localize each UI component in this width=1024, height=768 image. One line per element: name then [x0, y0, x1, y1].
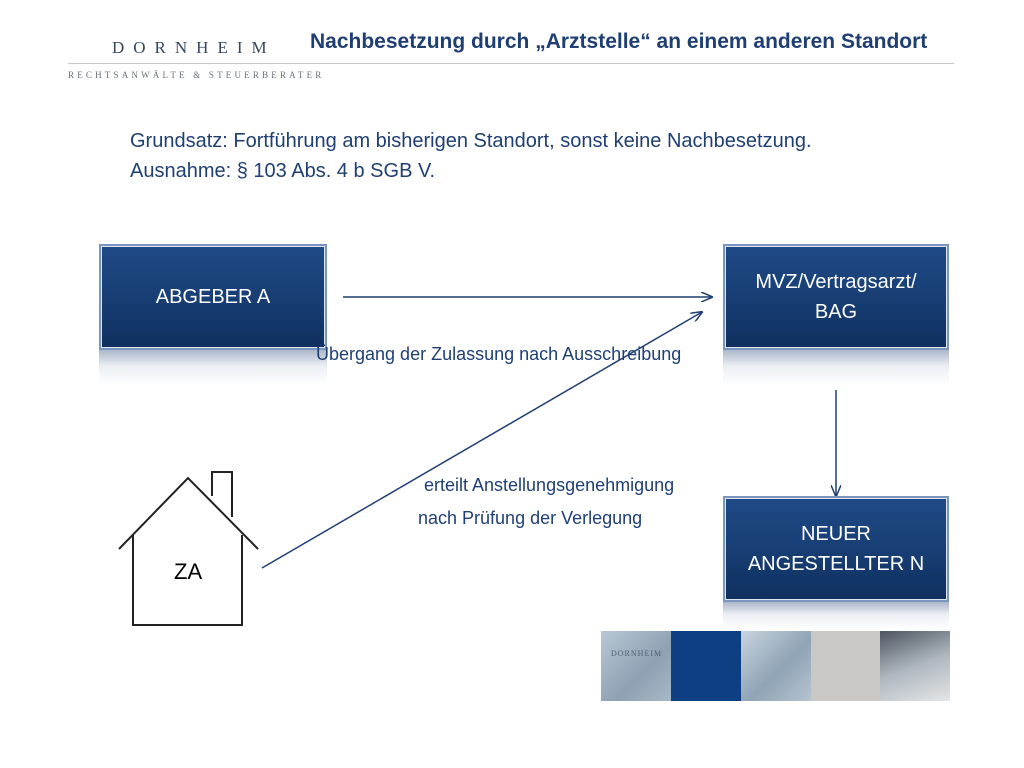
logo-subtitle: RECHTSANWÄLTE & STEUERBERATER: [68, 70, 325, 80]
strip-image-blue: [671, 631, 741, 701]
box-mvz-label-line2: BAG: [814, 301, 858, 323]
box-abgeber-a-reflection: [99, 350, 327, 386]
intro-line-grundsatz: Grundsatz: Fortführung am bisherigen Sta…: [130, 130, 812, 152]
label-uebergang-zulassung: Übergang der Zulassung nach Ausschreibun…: [316, 344, 682, 364]
box-neu-label-line1: NEUER: [800, 523, 871, 545]
slide-title: Nachbesetzung durch „Arztstelle“ an eine…: [310, 30, 928, 53]
box-neu-label-line2: ANGESTELLTER N: [747, 553, 925, 575]
box-neu-reflection: [723, 602, 949, 630]
box-mvz-reflection: [723, 350, 949, 386]
logo-name: DORNHEIM: [112, 38, 276, 57]
header-divider: [68, 63, 954, 64]
intro-line-ausnahme: Ausnahme: § 103 Abs. 4 b SGB V.: [130, 160, 436, 182]
strip-image-logo: DORNHEIM: [601, 631, 671, 701]
box-neuer-angestellter-n: NEUER ANGESTELLTER N: [723, 496, 949, 602]
intro-text: Grundsatz: Fortführung am bisherigen Sta…: [130, 126, 812, 186]
strip-image-grey: [811, 631, 880, 701]
label-anstellungsgenehmigung: erteilt Anstellungsgenehmigung: [424, 475, 675, 495]
box-mvz-label-line1: MVZ/Vertragsarzt/: [755, 271, 917, 293]
decorative-image-strip: DORNHEIM: [601, 631, 950, 701]
box-abgeber-a-label: ABGEBER A: [155, 286, 271, 308]
house-icon: [118, 471, 259, 626]
arrow-za-to-mvz: [261, 312, 702, 569]
house-label-za: ZA: [174, 559, 203, 584]
strip-image-office: [880, 631, 950, 701]
label-pruefung-verlegung: nach Prüfung der Verlegung: [418, 508, 643, 528]
box-abgeber-a: ABGEBER A: [99, 244, 327, 350]
strip-image-document: [741, 631, 811, 701]
box-mvz-vertragsarzt-bag: MVZ/Vertragsarzt/ BAG: [723, 244, 949, 350]
